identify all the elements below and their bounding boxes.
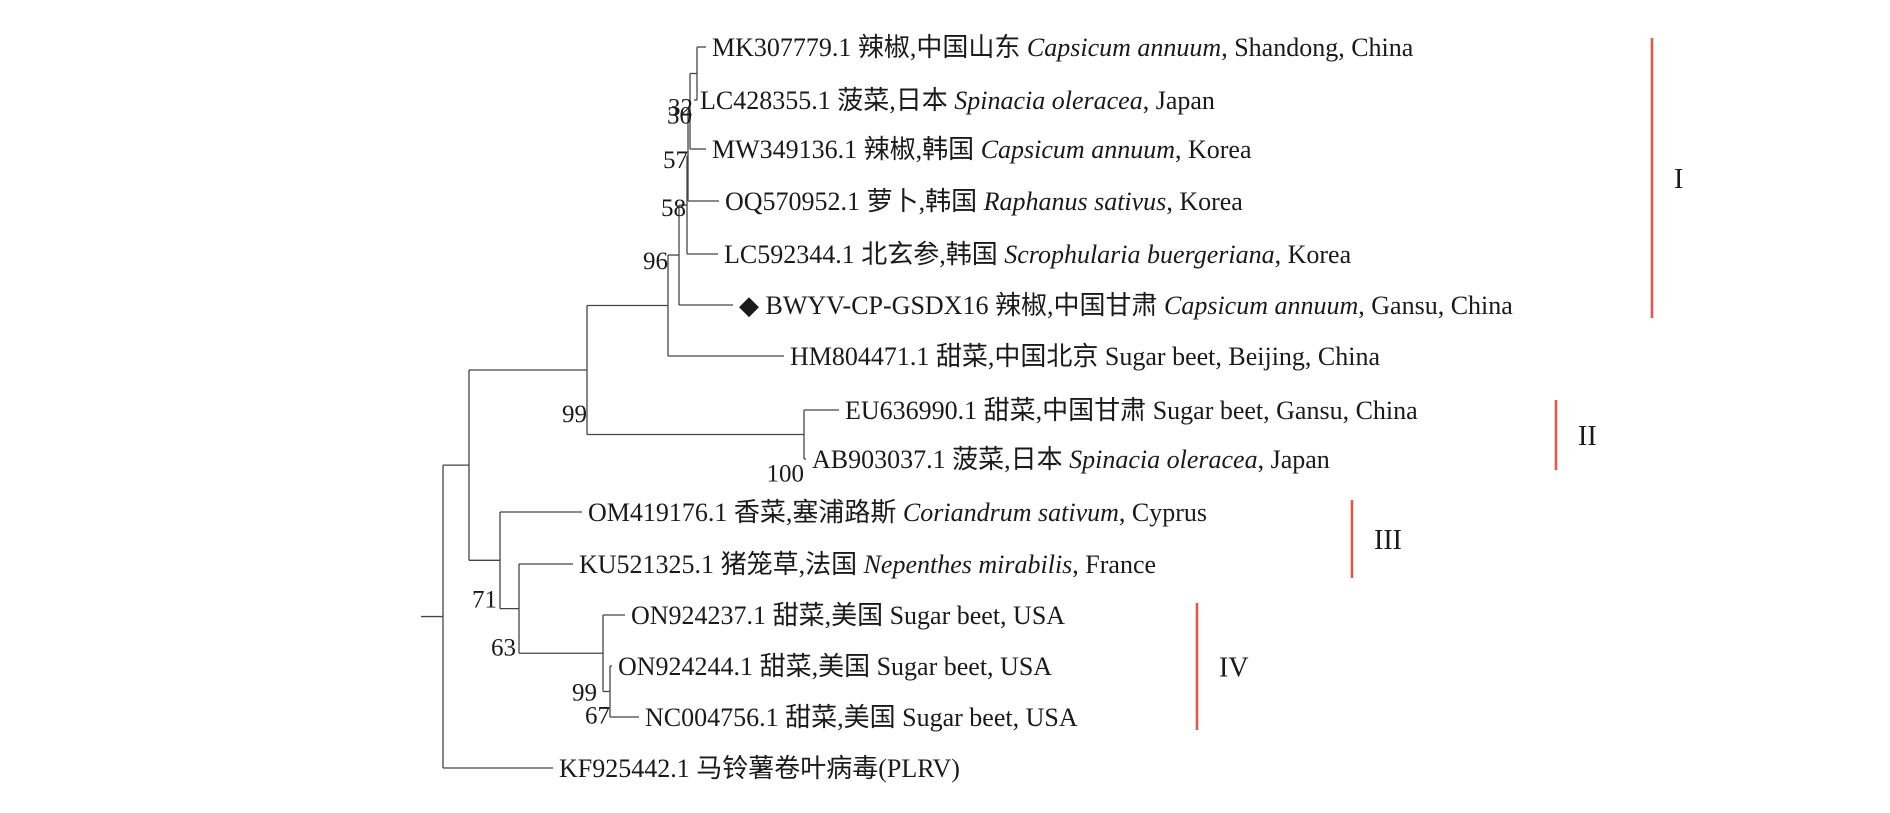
tip-host: 菠菜,日本 — [837, 86, 948, 115]
tip-marker: ◆ — [739, 291, 759, 320]
tip-accession: AB903037.1 — [812, 445, 946, 474]
tip-place: Sugar beet, Gansu, China — [1153, 396, 1418, 425]
tip-accession: LC428355.1 — [700, 86, 831, 115]
tip-species: Coriandrum sativum — [903, 498, 1119, 527]
tip-label-LC592344: LC592344.1 北玄参,韩国 Scrophularia buergeria… — [724, 240, 1352, 269]
tip-place: , Gansu, China — [1358, 291, 1513, 320]
tip-place: , Shandong, China — [1221, 33, 1414, 62]
tip-accession: EU636990.1 — [845, 396, 977, 425]
tip-label-LC428355: LC428355.1 菠菜,日本 Spinacia oleracea, Japa… — [700, 86, 1215, 115]
tip-place: , France — [1072, 550, 1156, 579]
clade-label-III: III — [1374, 525, 1402, 556]
tip-species: Scrophularia buergeriana — [1004, 240, 1274, 269]
branches — [421, 46, 839, 769]
bootstrap-n_a4: 96 — [643, 248, 668, 275]
tip-accession: OQ570952.1 — [725, 187, 860, 216]
bootstrap-n_eu_ab: 100 — [767, 461, 805, 488]
bootstrap-n_ku_us: 63 — [491, 635, 516, 662]
bootstrap-n_on_nc: 67 — [585, 703, 610, 730]
tip-accession: MW349136.1 — [712, 135, 857, 164]
bootstrap-n_a3: 58 — [661, 195, 686, 222]
tip-place: , Korea — [1175, 135, 1252, 164]
tip-accession: KF925442.1 — [559, 754, 690, 783]
tip-place: , Korea — [1166, 187, 1243, 216]
tip-host: 辣椒,中国甘肃 — [995, 291, 1158, 320]
tip-accession: MK307779.1 — [712, 33, 851, 62]
tip-host: 萝卜,韩国 — [867, 187, 978, 216]
tip-place: , Korea — [1275, 240, 1352, 269]
tip-label-OM419176: OM419176.1 香菜,塞浦路斯 Coriandrum sativum, C… — [588, 498, 1207, 527]
tip-accession: ON924237.1 — [631, 601, 766, 630]
tip-label-EU636990: EU636990.1 甜菜,中国甘肃 Sugar beet, Gansu, Ch… — [845, 396, 1418, 425]
clade-label-I: I — [1674, 164, 1683, 195]
tip-label-BWYV-CP-GSDX16: ◆ BWYV-CP-GSDX16 辣椒,中国甘肃 Capsicum annuum… — [739, 291, 1513, 320]
tip-species: Spinacia oleracea — [954, 86, 1142, 115]
tip-label-MW349136: MW349136.1 辣椒,韩国 Capsicum annuum, Korea — [712, 135, 1252, 164]
tip-accession: NC004756.1 — [645, 703, 779, 732]
tip-place: Sugar beet, USA — [877, 652, 1053, 681]
tip-label-ON924244: ON924244.1 甜菜,美国 Sugar beet, USA — [618, 652, 1052, 681]
tip-place: Sugar beet, USA — [890, 601, 1066, 630]
tip-label-AB903037: AB903037.1 菠菜,日本 Spinacia oleracea, Japa… — [812, 445, 1330, 474]
tip-species: Capsicum annuum — [1164, 291, 1358, 320]
tip-host: 甜菜,美国 — [773, 601, 884, 630]
bootstrap-n_g34: 71 — [472, 586, 497, 613]
clade-label-II: II — [1578, 421, 1597, 452]
tip-host: 辣椒,中国山东 — [858, 33, 1021, 62]
tip-species: Nepenthes mirabilis — [863, 550, 1073, 579]
tip-species: Raphanus sativus — [983, 187, 1167, 216]
tip-species: Capsicum annuum — [1027, 33, 1221, 62]
tip-accession: BWYV-CP-GSDX16 — [766, 291, 989, 320]
bootstrap-n_a1: 30 — [667, 102, 692, 129]
tip-label-KU521325: KU521325.1 猪笼草,法国 Nepenthes mirabilis, F… — [579, 550, 1156, 579]
tip-place: Sugar beet, Beijing, China — [1105, 342, 1381, 371]
tip-accession: LC592344.1 — [724, 240, 855, 269]
tip-label-NC004756: NC004756.1 甜菜,美国 Sugar beet, USA — [645, 703, 1078, 732]
tip-host: 甜菜,中国北京 — [936, 342, 1099, 371]
tip-label-OQ570952: OQ570952.1 萝卜,韩国 Raphanus sativus, Korea — [725, 187, 1243, 216]
tip-accession: KU521325.1 — [579, 550, 714, 579]
tip-place: , Japan — [1143, 86, 1215, 115]
tip-label-HM804471: HM804471.1 甜菜,中国北京 Sugar beet, Beijing, … — [790, 342, 1381, 371]
tip-label-KF925442: KF925442.1 马铃薯卷叶病毒(PLRV) — [559, 754, 960, 783]
bootstrap-n_mk_lc: 32 — [668, 95, 693, 122]
tip-label-ON924237: ON924237.1 甜菜,美国 Sugar beet, USA — [631, 601, 1065, 630]
tip-species: Capsicum annuum — [981, 135, 1175, 164]
tip-host: 甜菜,美国 — [785, 703, 896, 732]
tip-host: 猪笼草,法国 — [721, 550, 858, 579]
tip-accession: HM804471.1 — [790, 342, 929, 371]
tip-host: 甜菜,中国甘肃 — [984, 396, 1147, 425]
bootstrap-n_main1: 99 — [562, 401, 587, 428]
bootstrap-n_usa: 99 — [572, 679, 597, 706]
tip-host: 马铃薯卷叶病毒(PLRV) — [696, 754, 960, 783]
clade-label-IV: IV — [1219, 653, 1249, 684]
bootstrap-n_a2: 57 — [663, 147, 688, 174]
tip-place: , Cyprus — [1119, 498, 1207, 527]
tip-accession: ON924244.1 — [618, 652, 753, 681]
tip-host: 甜菜,美国 — [760, 652, 871, 681]
tip-host: 香菜,塞浦路斯 — [734, 498, 897, 527]
tip-host: 北玄参,韩国 — [861, 240, 998, 269]
tip-label-MK307779: MK307779.1 辣椒,中国山东 Capsicum annuum, Shan… — [712, 33, 1414, 62]
tip-place: , Japan — [1258, 445, 1330, 474]
tip-place: Sugar beet, USA — [902, 703, 1078, 732]
tip-accession: OM419176.1 — [588, 498, 727, 527]
tip-labels: MK307779.1 辣椒,中国山东 Capsicum annuum, Shan… — [559, 33, 1513, 783]
tip-host: 菠菜,日本 — [952, 445, 1063, 474]
tip-host: 辣椒,韩国 — [864, 135, 975, 164]
tip-species: Spinacia oleracea — [1069, 445, 1257, 474]
